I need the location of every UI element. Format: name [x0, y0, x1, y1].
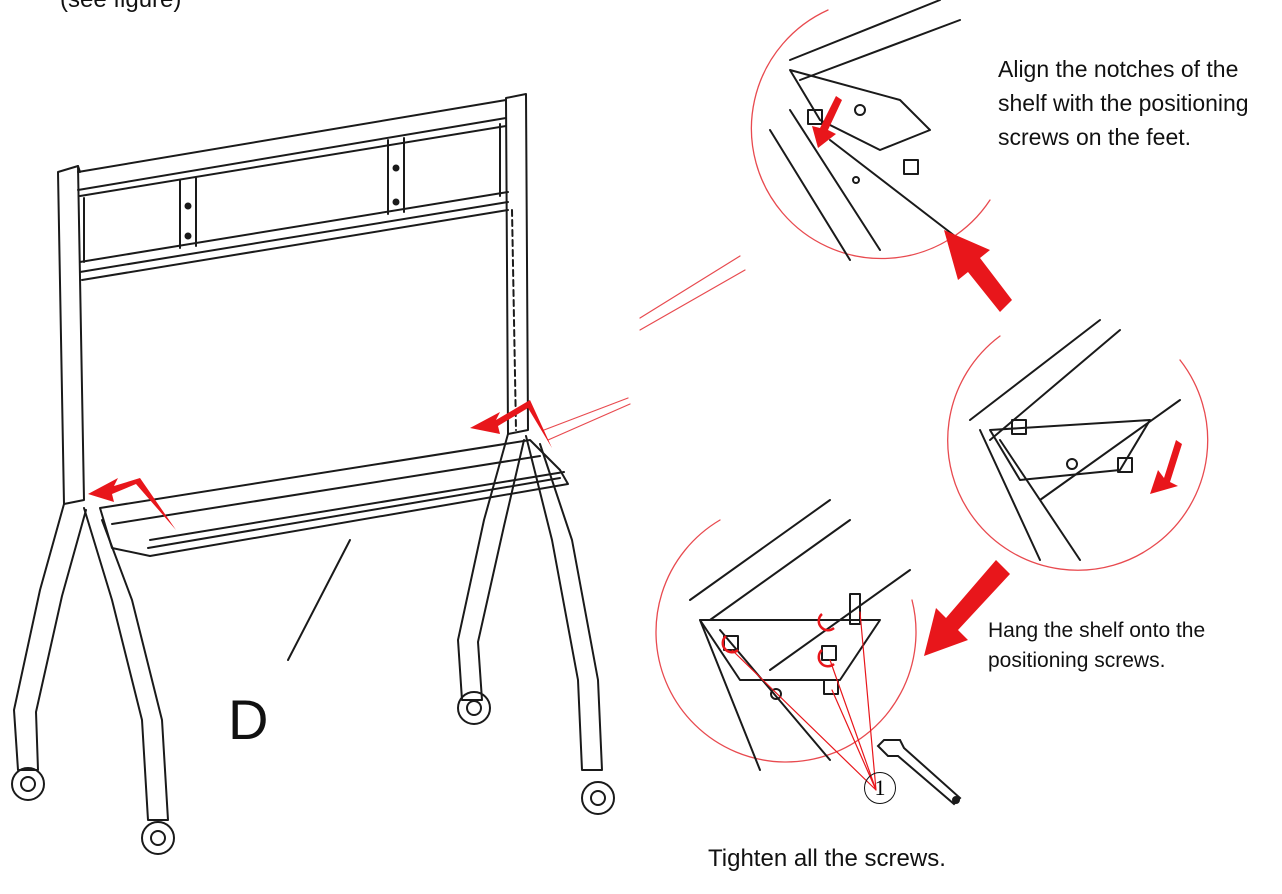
straight-arrow-icon: [944, 230, 1012, 312]
stand-frame: [11, 93, 615, 855]
step-align-text: Align the notches of the shelf with the …: [998, 56, 1249, 150]
top-caption: (see figure): [60, 0, 181, 15]
wrench-icon: [876, 739, 962, 806]
curved-arrow-icon: [470, 400, 552, 448]
detail-align: [750, 0, 991, 261]
detail-tighten: [655, 499, 917, 791]
detail-hang: [947, 319, 1209, 571]
arrow-group: [88, 96, 1182, 656]
curved-arrow-icon: [1150, 440, 1182, 494]
step-hang-text: Hang the shelf onto the positioning scre…: [988, 619, 1206, 672]
tool-number-badge: 1: [864, 772, 896, 804]
part-label-d: D: [228, 688, 269, 751]
tighten-arrows: [721, 613, 835, 668]
curved-arrow-icon: [88, 478, 176, 530]
straight-arrow-icon: [924, 560, 1010, 656]
straight-arrow-icon: [812, 96, 842, 148]
step-tighten-text: Tighten all the screws.: [708, 845, 946, 872]
